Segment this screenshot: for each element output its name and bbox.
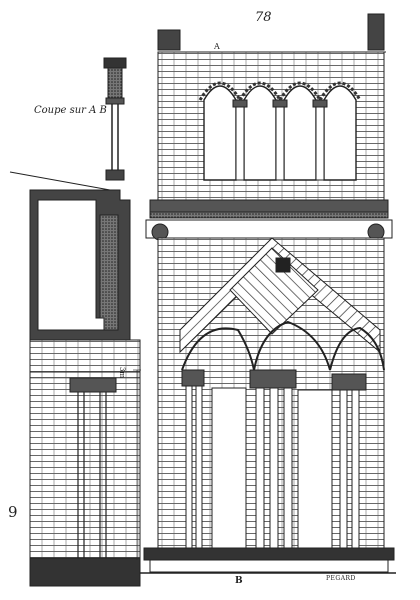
section-mark-b: B: [235, 576, 243, 586]
margin-glyph: 9: [8, 503, 18, 521]
upper-arcade: [203, 85, 357, 181]
plate-number: 78: [255, 10, 272, 25]
dimension-label: 3m: [118, 367, 126, 379]
section-mark-a: A: [214, 42, 220, 51]
engraver-signature: PEGARD: [326, 575, 356, 582]
section-view: [9, 57, 141, 587]
diamond-panel: [179, 237, 381, 354]
facade-view: [140, 13, 396, 574]
section-caption: Coupe sur A B: [34, 105, 107, 116]
